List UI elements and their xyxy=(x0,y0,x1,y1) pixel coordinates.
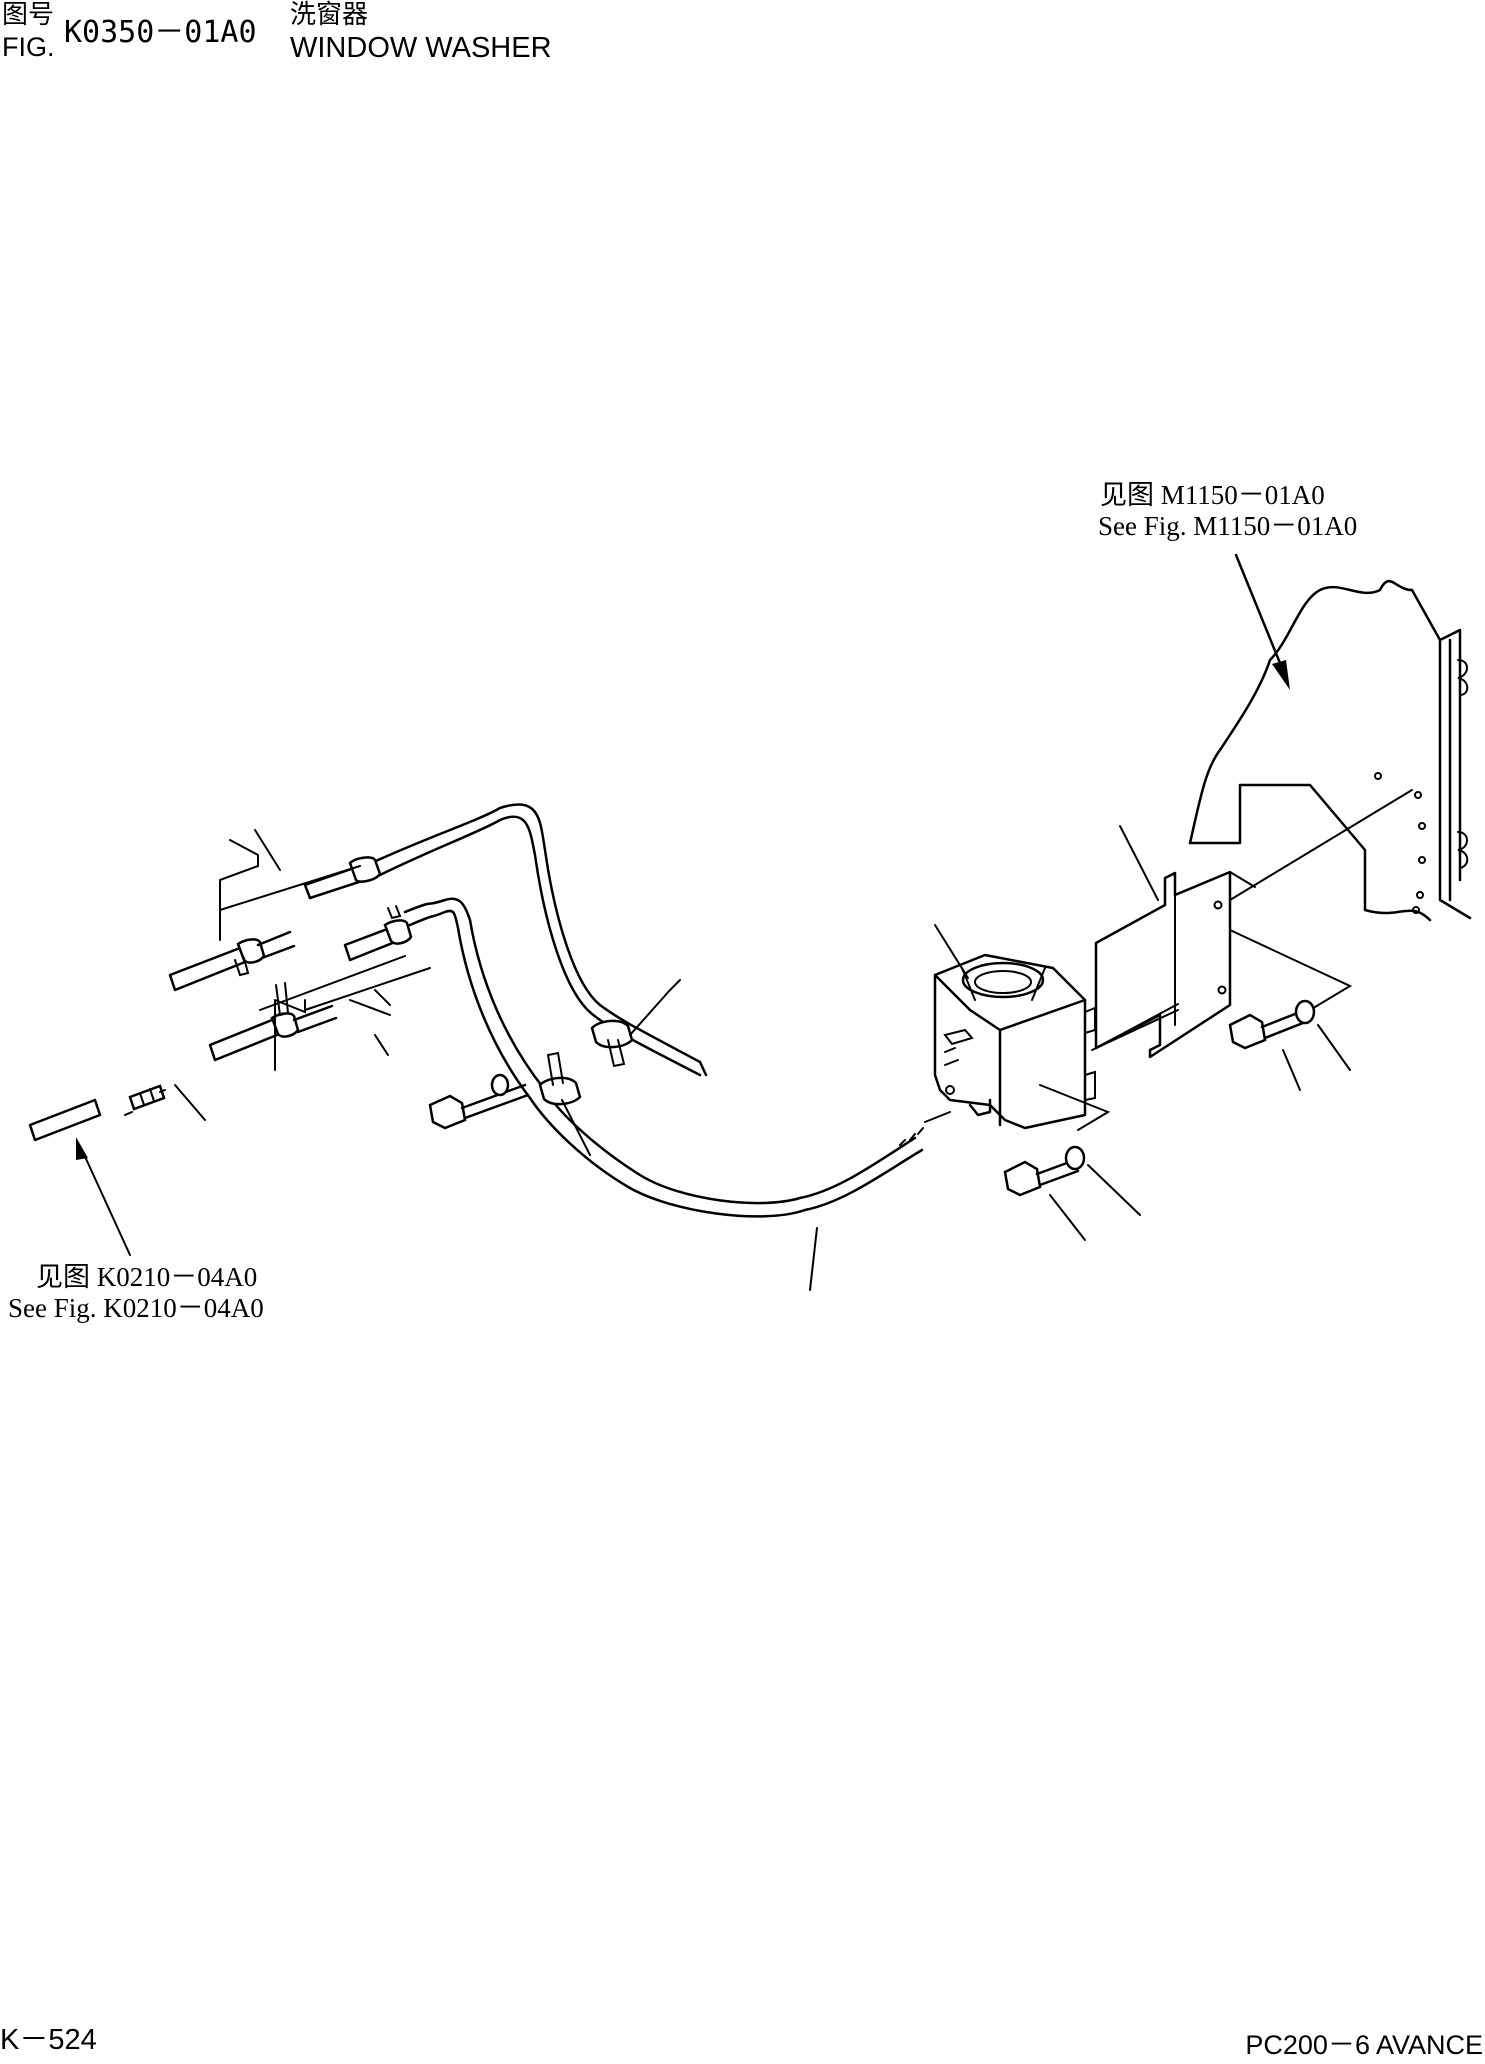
page-number: K－524 xyxy=(0,2024,97,2056)
washer-tank xyxy=(933,924,1179,1131)
fig-label-en: FIG. xyxy=(2,32,55,62)
bolts-washers xyxy=(428,999,1351,1241)
title-cn: 洗窗器 xyxy=(290,0,369,30)
reference-k0210[interactable]: 见图 K0210－04A0 See Fig. K0210－04A0 xyxy=(8,1262,264,1324)
reference-m1150[interactable]: 见图 M1150－01A0 See Fig. M1150－01A0 xyxy=(1098,480,1357,542)
reference-k0210-en: See Fig. K0210－04A0 xyxy=(8,1293,264,1324)
model-name: PC200－6 AVANCE xyxy=(1245,2030,1483,2060)
reference-m1150-cn: 见图 M1150－01A0 xyxy=(1100,480,1325,510)
hose-leader xyxy=(809,1227,818,1291)
bracket-plate xyxy=(1094,789,1413,1059)
hose-clamps xyxy=(538,979,681,1156)
hose-segments xyxy=(168,829,431,1071)
fig-label-cn: 图号 xyxy=(2,0,55,30)
cab-structure xyxy=(1188,553,1472,922)
washer-hoses xyxy=(363,803,951,1218)
nozzle-joint xyxy=(28,1084,206,1256)
reference-k0210-cn: 见图 K0210－04A0 xyxy=(36,1262,258,1292)
fig-code: K0350－01A0 xyxy=(64,15,257,50)
title-en: WINDOW WASHER xyxy=(290,32,552,64)
reference-m1150-en: See Fig. M1150－01A0 xyxy=(1098,511,1358,542)
